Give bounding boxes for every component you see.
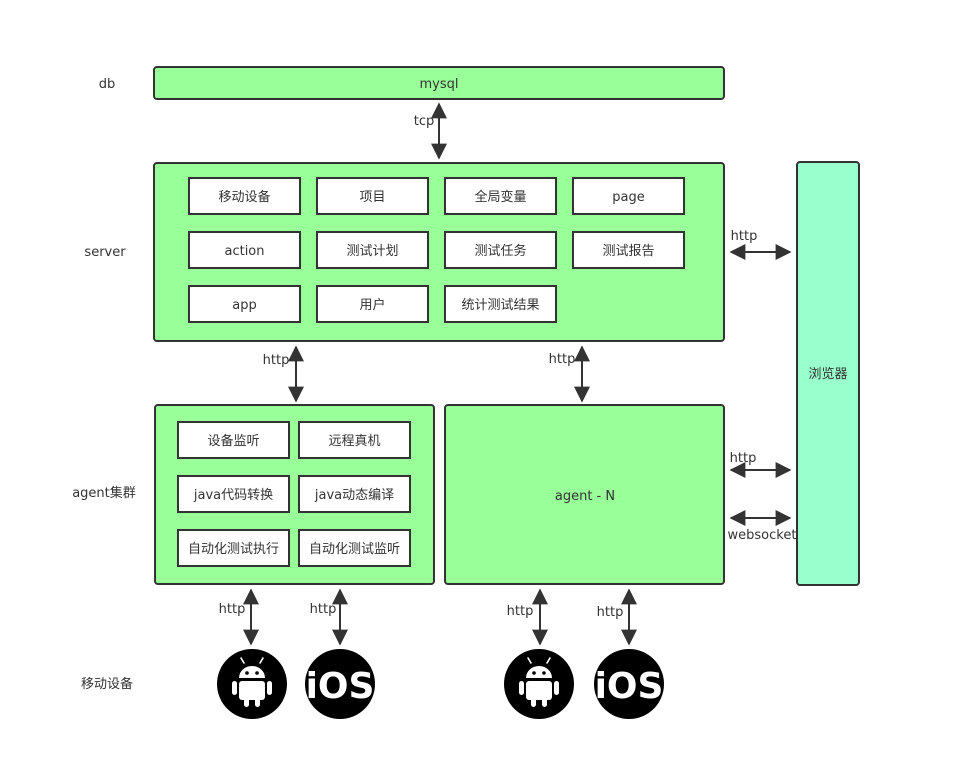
server-module-grid: 移动设备 项目 全局变量 page action 测试计划 测试任务 测试报告 app 用户 统计测…	[188, 177, 685, 323]
server-module-box	[316, 231, 429, 269]
server-module-label: app	[232, 298, 256, 313]
db-server-link-label: tcp	[414, 114, 435, 129]
agent-module-label: java代码转换	[193, 488, 273, 503]
cluster-ios-link-label: http	[310, 602, 337, 617]
agent-module-label: 自动化测试监听	[309, 542, 400, 557]
svg-text:iOS: iOS	[595, 666, 664, 707]
server-module-box	[572, 231, 685, 269]
server-module-label: 统计测试结果	[461, 298, 539, 313]
server-module-box	[188, 285, 301, 323]
cluster-android-link-label: http	[219, 602, 246, 617]
agent-module-box	[177, 475, 290, 513]
server-module-label: action	[224, 244, 264, 259]
agent-n-label: agent - N	[555, 489, 615, 504]
agent-module-box	[177, 529, 290, 567]
agent-module-box	[298, 529, 411, 567]
server-module-label: 移动设备	[218, 189, 270, 205]
agent-module-box	[298, 475, 411, 513]
agent-module-box	[298, 421, 411, 459]
server-module-label: 测试计划	[346, 244, 398, 259]
layer-label-db: db	[99, 77, 116, 92]
agent-n-ios-link-label: http	[597, 605, 624, 620]
server-module-label: 测试任务	[474, 243, 526, 259]
server-module-box	[572, 177, 685, 215]
agent-module-label: 设备监听	[207, 433, 259, 449]
android-icon	[216, 648, 288, 720]
ios-icon: iOS	[594, 649, 664, 719]
browser-label: 浏览器	[808, 366, 847, 382]
agent-module-label: java动态编译	[314, 488, 394, 503]
agent-n-android-link-label: http	[507, 604, 534, 619]
layer-label-server: server	[84, 245, 126, 260]
server-module-box	[188, 177, 301, 215]
server-module-label: page	[612, 190, 644, 205]
agent-module-label: 自动化测试执行	[188, 542, 279, 557]
server-module-label: 全局变量	[474, 189, 526, 205]
server-browser-link-label: http	[731, 229, 758, 244]
mysql-label: mysql	[420, 77, 459, 92]
svg-text:iOS: iOS	[306, 666, 375, 707]
android-icon	[503, 648, 575, 720]
server-module-box	[316, 177, 429, 215]
layer-label-agent: agent集群	[72, 485, 136, 501]
mysql-box	[153, 66, 725, 100]
agent-n-box	[444, 404, 725, 585]
agent-module-label: 远程真机	[328, 434, 380, 449]
server-module-box	[316, 285, 429, 323]
agent-n-browser-http-label: http	[730, 451, 757, 466]
ios-icon: iOS	[305, 649, 375, 719]
server-module-box	[444, 231, 557, 269]
agent-n-browser-ws-label: websocket	[728, 528, 797, 543]
agent-module-box	[177, 421, 290, 459]
server-module-box	[188, 231, 301, 269]
browser-box	[796, 161, 860, 586]
server-module-label: 测试报告	[602, 244, 654, 259]
server-module-box	[444, 177, 557, 215]
server-module-label: 项目	[359, 190, 385, 205]
layer-label-device: 移动设备	[81, 676, 133, 692]
server-module-label: 用户	[359, 297, 385, 313]
server-module-box	[444, 285, 557, 323]
server-agent-n-link-label: http	[549, 352, 576, 367]
server-agent-cluster-link-label: http	[263, 353, 290, 368]
